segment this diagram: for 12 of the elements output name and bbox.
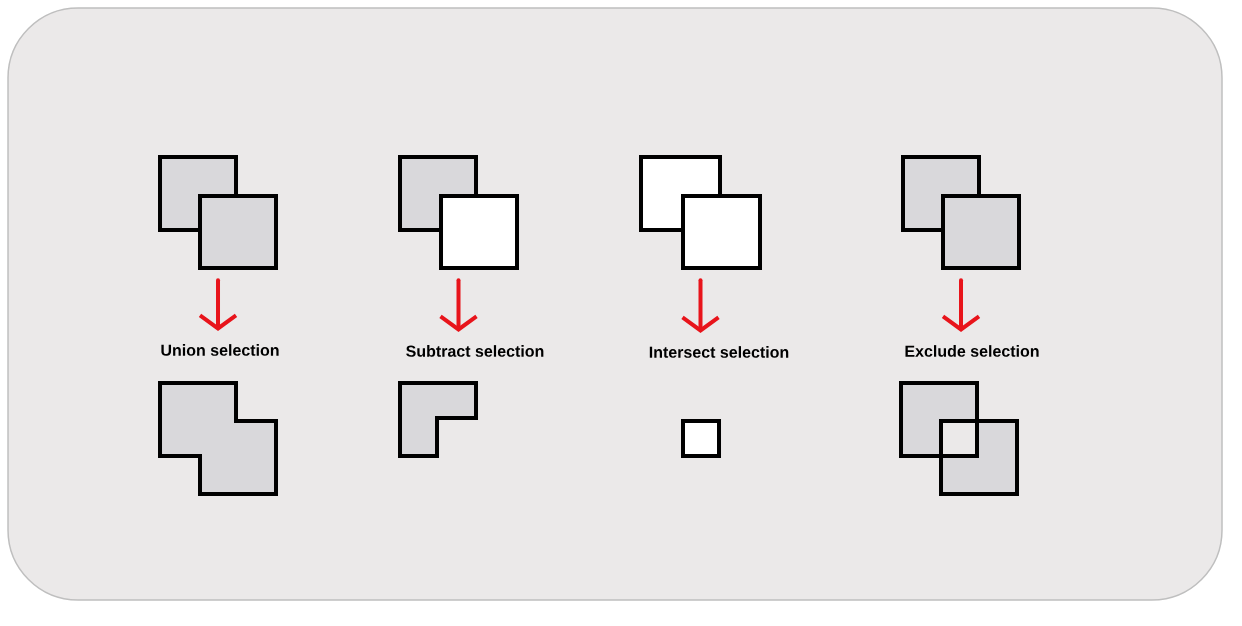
square-shape <box>681 419 721 458</box>
square-pair-drawing <box>158 155 278 270</box>
subtract-shape-drawing <box>398 381 478 458</box>
square-pair-drawing <box>901 155 1021 270</box>
caption-text: Intersect selection <box>649 346 789 358</box>
caption-text: Exclude selection <box>905 345 1039 357</box>
union-shape-drawing <box>158 381 278 496</box>
square-pair-drawing <box>639 155 762 270</box>
square-pair-drawing <box>398 155 519 270</box>
caption-text: Union selection <box>161 344 279 356</box>
caption-text: Subtract selection <box>406 345 544 357</box>
exclude-shape-drawing <box>899 381 1019 496</box>
